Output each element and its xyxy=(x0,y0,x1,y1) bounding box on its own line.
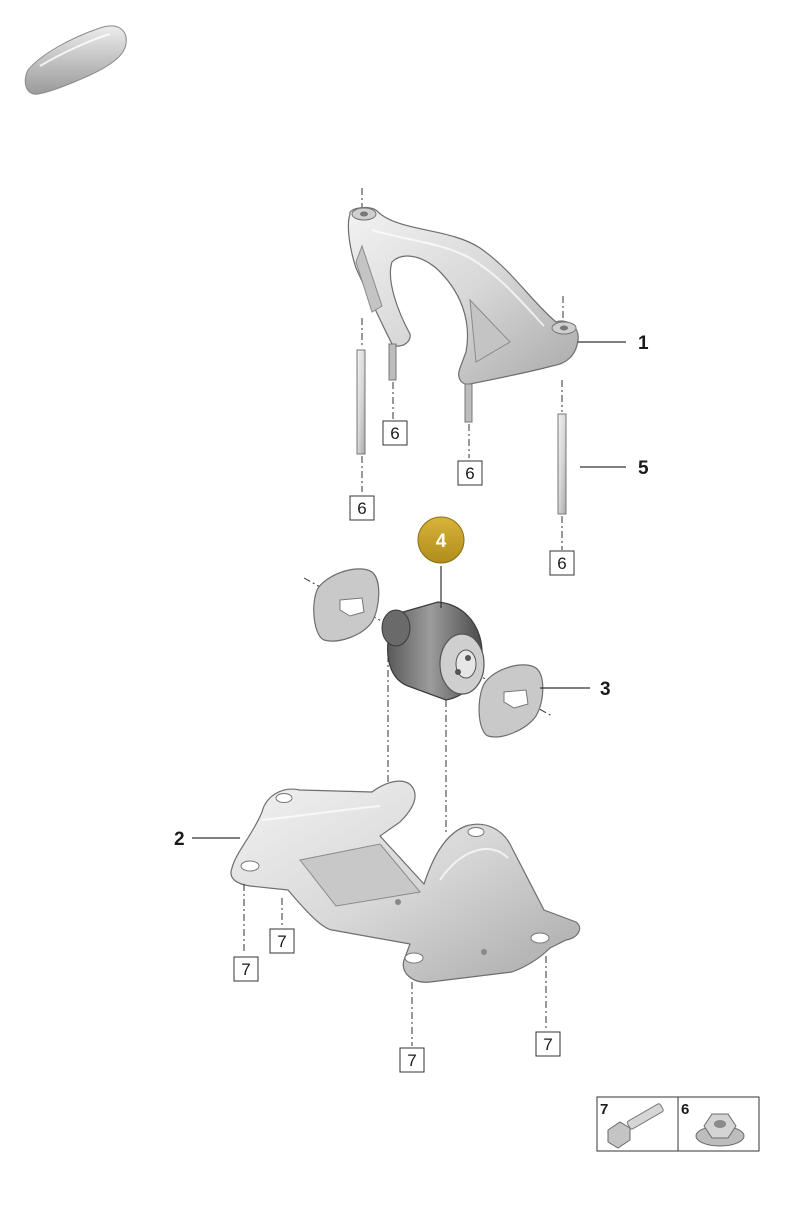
upper-bracket-part xyxy=(347,188,579,423)
ref-box-label: 7 xyxy=(277,932,286,951)
legend-item-bolt[interactable]: 7 xyxy=(600,1101,664,1149)
ref-box-label: 6 xyxy=(357,499,366,518)
label-part-3: 3 xyxy=(600,679,611,700)
carrier-bracket-part-2 xyxy=(230,780,581,983)
highlight-badge-part-4[interactable]: 4 xyxy=(417,516,465,564)
stud-left-part xyxy=(356,318,366,492)
adjust-plate-left-part xyxy=(313,568,380,642)
ref-box-7[interactable]: 7 xyxy=(399,1047,425,1073)
legend-label-7: 7 xyxy=(600,1101,608,1118)
ref-box-7[interactable]: 7 xyxy=(269,928,295,954)
label-part-5: 5 xyxy=(638,458,649,479)
bushing-part-4 xyxy=(381,601,485,832)
ref-box-label: 7 xyxy=(543,1035,552,1054)
ref-box-6[interactable]: 6 xyxy=(349,495,375,521)
legend-item-nut[interactable]: 6 xyxy=(681,1101,745,1147)
ref-box-7[interactable]: 7 xyxy=(535,1031,561,1057)
car-silhouette-icon xyxy=(24,25,127,95)
legend-label-6: 6 xyxy=(681,1101,689,1118)
ref-box-6[interactable]: 6 xyxy=(549,550,575,576)
ref-box-6[interactable]: 6 xyxy=(457,460,483,486)
hardware-legend: 7 6 xyxy=(596,1096,760,1152)
ref-box-label: 6 xyxy=(557,554,566,573)
ref-box-7[interactable]: 7 xyxy=(233,956,259,982)
stud-part-5 xyxy=(557,380,567,550)
adjust-plate-right-part xyxy=(478,664,544,738)
bolt-icon xyxy=(607,1103,664,1149)
nut-icon xyxy=(695,1113,745,1147)
label-part-2: 2 xyxy=(174,829,185,850)
ref-box-label: 6 xyxy=(390,424,399,443)
ref-box-label: 7 xyxy=(241,960,250,979)
ref-box-6[interactable]: 6 xyxy=(382,420,408,446)
label-part-4: 4 xyxy=(436,531,447,552)
ref-box-label: 6 xyxy=(465,464,474,483)
label-part-1: 1 xyxy=(638,333,649,354)
ref-box-label: 7 xyxy=(407,1051,416,1070)
